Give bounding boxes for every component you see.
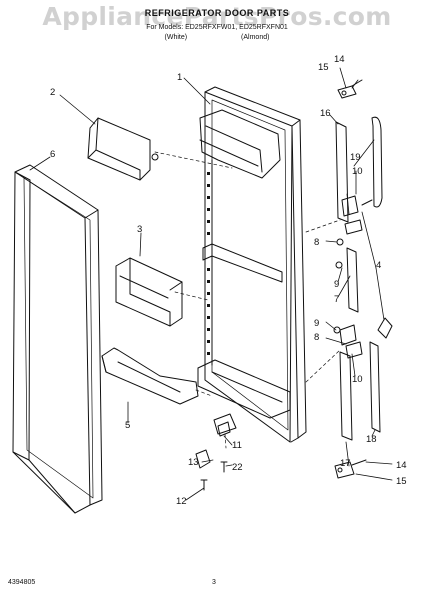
callout-9-upper: 9 <box>334 279 339 290</box>
callout-13: 13 <box>188 457 199 468</box>
reference-lines <box>154 151 341 449</box>
callout-6: 6 <box>50 149 55 160</box>
callout-17: 17 <box>340 458 351 469</box>
document-number: 4394805 <box>8 579 36 586</box>
callout-18: 18 <box>366 434 377 445</box>
callout-8-upper: 8 <box>314 237 319 248</box>
callout-15-lower: 15 <box>396 476 407 487</box>
hardware <box>195 79 393 491</box>
callout-4: 4 <box>376 260 381 271</box>
shelf-support-holes <box>207 172 210 355</box>
leader-lines <box>29 67 393 501</box>
model-numbers: For Models: ED25RFXFW01, ED25RFXFN01 <box>146 24 288 31</box>
callout-15-upper: 15 <box>318 62 329 73</box>
callout-9-lower: 9 <box>314 318 319 329</box>
callout-22: 22 <box>232 462 243 473</box>
callout-11: 11 <box>232 440 242 451</box>
callout-1: 1 <box>177 72 182 83</box>
watermark: AppliancePartsPros.com <box>42 2 392 31</box>
callout-8-lower: 8 <box>314 332 319 343</box>
variant-almond: (Almond) <box>241 34 270 41</box>
lower-door-bin <box>101 347 199 405</box>
callout-16: 16 <box>320 108 331 119</box>
color-variants: (White) (Almond) <box>0 34 434 41</box>
door-bin <box>115 257 183 327</box>
callout-14-upper: 14 <box>334 54 345 65</box>
callout-3: 3 <box>137 224 142 235</box>
variant-white: (White) <box>164 34 188 41</box>
callout-10-lower: 10 <box>352 374 363 385</box>
door-assembly <box>197 86 307 443</box>
dairy-door <box>87 117 159 181</box>
handle-trims <box>335 116 383 441</box>
callout-5: 5 <box>125 420 130 431</box>
door-gasket <box>12 164 103 514</box>
callout-14-lower: 14 <box>396 460 407 471</box>
page-number: 3 <box>212 579 216 586</box>
callout-2: 2 <box>50 87 55 98</box>
callout-labels: 1 2 3 4 5 6 7 8 8 9 9 10 10 11 12 13 14 … <box>50 54 407 507</box>
page-title: REFRIGERATOR DOOR PARTS <box>144 8 290 18</box>
callout-12: 12 <box>176 496 187 507</box>
callout-7: 7 <box>334 294 339 305</box>
callout-19: 19 <box>350 152 361 163</box>
callout-10-upper: 10 <box>352 166 363 177</box>
